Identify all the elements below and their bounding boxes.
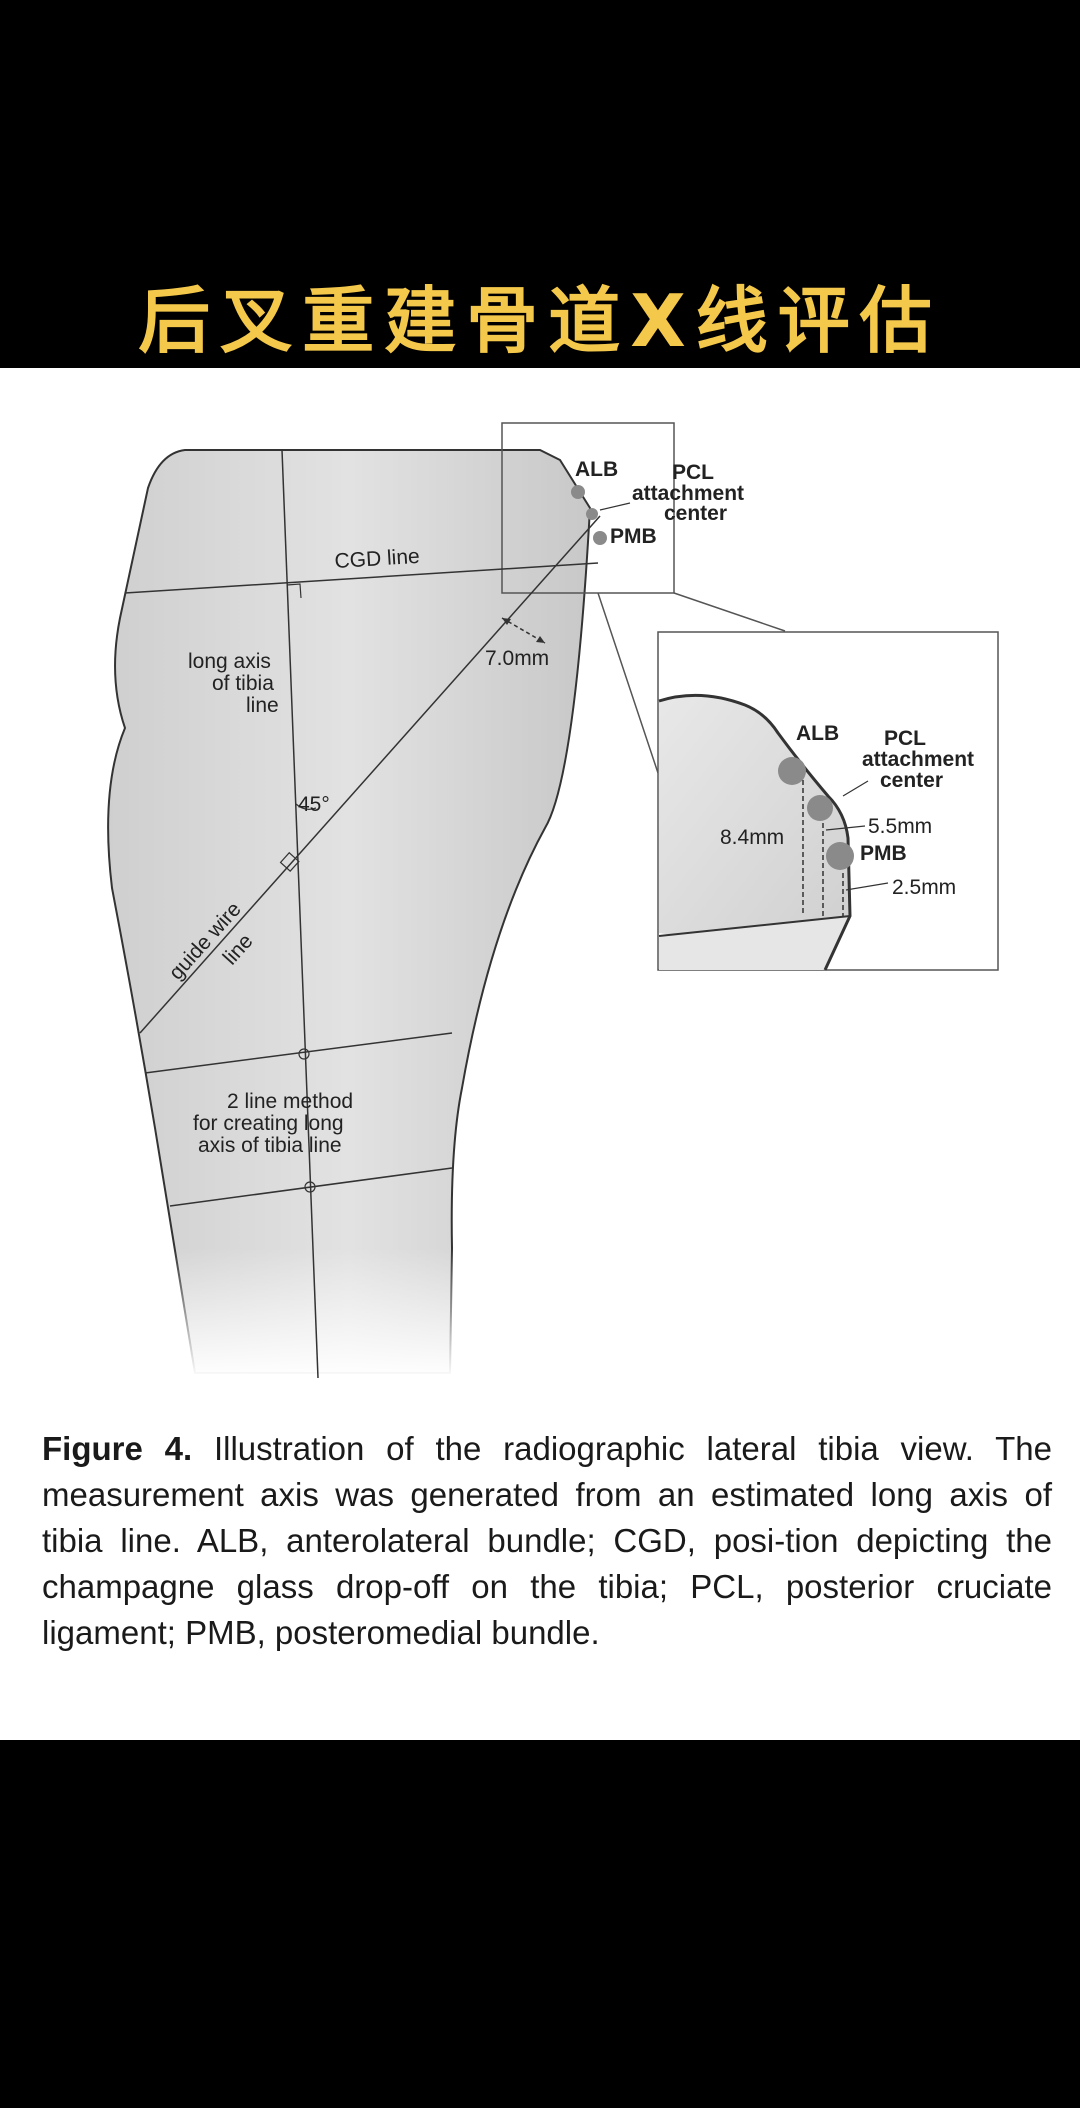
zoom-box	[501, 422, 675, 594]
inset-pmb-dot	[826, 842, 854, 870]
inset-label-dist-center: 5.5mm	[868, 815, 932, 838]
inset-label-pcl-2: attachment	[862, 748, 974, 771]
figure-caption: Figure 4. Illustration of the radiograph…	[42, 1426, 1052, 1656]
right-angle-guide	[279, 851, 300, 872]
inset-contour	[658, 693, 852, 971]
title-band: 后叉重建骨道X线评估	[0, 0, 1080, 368]
method-point-upper	[298, 1048, 310, 1060]
label-pcl-3: center	[664, 502, 727, 525]
bone-fade	[110, 1248, 470, 1378]
label-distance-main: 7.0mm	[485, 647, 549, 670]
tibia-diagram: ALB PCL attachment center PMB CGD line l…	[107, 422, 999, 1379]
inset-pointer-25	[845, 882, 889, 891]
label-long-axis-2: of tibia	[212, 672, 274, 695]
distance-arrow-a	[502, 618, 511, 625]
pcl-center-dot	[586, 508, 598, 520]
angle-arc	[295, 803, 317, 810]
inset-label-pcl-3: center	[880, 769, 943, 792]
inset-label-pcl-1: PCL	[884, 727, 926, 750]
label-two-line-3: axis of tibia line	[198, 1134, 342, 1157]
distance-measure	[501, 617, 546, 644]
inset-label-dist-pmb: 2.5mm	[892, 876, 956, 899]
inset-pcl-pointer	[842, 780, 869, 797]
guide-wire-line	[139, 515, 601, 1034]
label-two-line-2: for creating long	[193, 1112, 344, 1135]
inset-label-pmb: PMB	[860, 842, 907, 865]
pmb-dot	[593, 531, 607, 545]
inset-label-dist-alb: 8.4mm	[720, 826, 784, 849]
label-long-axis-3: line	[246, 694, 279, 717]
long-axis-line	[281, 449, 319, 1379]
inset-alb-dot	[778, 757, 806, 785]
alb-dot	[571, 485, 585, 499]
distance-arrow-b	[536, 636, 545, 643]
method-point-lower	[304, 1181, 316, 1193]
page-title: 后叉重建骨道X线评估	[138, 279, 942, 363]
label-pmb: PMB	[610, 525, 657, 548]
label-alb: ALB	[575, 458, 618, 481]
tibia-bone	[107, 449, 592, 1374]
caption-label: Figure 4.	[42, 1430, 193, 1467]
figure-panel: ALB PCL attachment center PMB CGD line l…	[0, 368, 1080, 1740]
label-two-line-1: 2 line method	[227, 1090, 353, 1113]
inset-pcl-dot	[807, 795, 833, 821]
inset-pointer-55	[825, 825, 866, 831]
cgd-line	[124, 562, 599, 594]
inset-bone-lower	[659, 916, 850, 970]
label-angle: 45°	[298, 793, 330, 816]
inset-label-alb: ALB	[796, 722, 839, 745]
zoom-connector-bottom	[597, 592, 659, 774]
inset-bone	[659, 695, 850, 936]
caption-text: Illustration of the radiographic lateral…	[42, 1430, 1052, 1651]
label-cgd: CGD line	[334, 545, 420, 573]
method-line-lower	[169, 1167, 453, 1207]
label-pcl-2: attachment	[632, 482, 744, 505]
right-angle-cgd	[286, 583, 302, 599]
pcl-pointer	[599, 502, 631, 511]
inset-plateau-line	[658, 915, 851, 937]
inset-panel: ALB PCL attachment center PMB 8.4mm 5.5m…	[657, 631, 999, 971]
label-pcl-1: PCL	[672, 461, 714, 484]
label-long-axis-1: long axis	[188, 650, 271, 673]
zoom-connector-top	[673, 592, 786, 632]
bottom-band	[0, 1740, 1080, 2108]
